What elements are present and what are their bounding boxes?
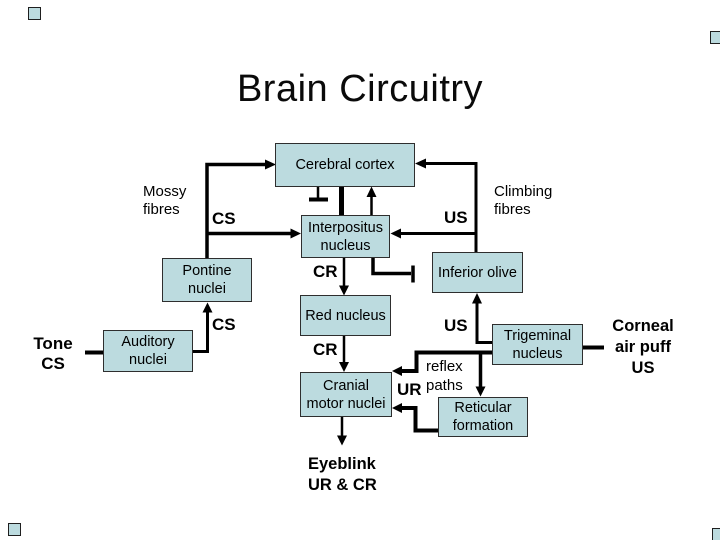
label-climbing-fibres: Climbing fibres xyxy=(494,183,553,218)
box-red-nucleus: Red nucleus xyxy=(300,295,391,336)
label-cs-pontine: CS xyxy=(212,315,236,334)
corner-square-decoration xyxy=(28,7,41,20)
box-label: Inferior olive xyxy=(438,264,517,281)
box-label: Interpositus nucleus xyxy=(308,219,383,254)
arrowheads xyxy=(202,158,486,446)
line-interpositus-to-olive xyxy=(371,258,411,276)
line-cs-trunk xyxy=(205,162,266,258)
line-reflex-to-cranial xyxy=(401,350,492,373)
line-us-to-olive xyxy=(475,303,492,344)
box-label: Reticular formation xyxy=(452,400,514,434)
label-us-cortical: US xyxy=(444,208,468,227)
label-corneal-air-puff-us: Corneal air puff US xyxy=(612,317,674,377)
box-reticular-formation: Reticular formation xyxy=(438,397,528,437)
box-label: Auditory nuclei xyxy=(121,334,175,368)
box-label: Pontine nuclei xyxy=(182,263,232,297)
corner-square-decoration xyxy=(710,31,720,44)
corner-square-decoration xyxy=(712,528,720,540)
box-label: Cerebral cortex xyxy=(295,157,395,173)
box-inferior-olive: Inferior olive xyxy=(432,252,523,293)
box-trigeminal-nucleus: Trigeminal nucleus xyxy=(492,324,583,365)
box-label: Trigeminal nucleus xyxy=(503,327,572,362)
box-cranial-motor-nuclei: Cranial motor nuclei xyxy=(300,372,392,417)
label-cr-interpositus: CR xyxy=(313,262,338,281)
box-interpositus-nucleus: Interpositus nucleus xyxy=(301,215,390,258)
box-pontine-nuclei: Pontine nuclei xyxy=(162,258,252,302)
box-cerebral-cortex: Cerebral cortex xyxy=(275,143,415,187)
label-us-trigeminal: US xyxy=(444,316,468,335)
label-eyeblink-ur-cr: Eyeblink UR & CR xyxy=(308,455,377,494)
box-label: Red nucleus xyxy=(305,307,386,324)
line-auditory-to-pontine xyxy=(193,312,209,353)
box-auditory-nuclei: Auditory nuclei xyxy=(103,330,193,372)
label-mossy-fibres: Mossy fibres xyxy=(143,183,187,218)
line-climbing-trunk xyxy=(426,162,478,252)
label-cr-red: CR xyxy=(313,340,338,359)
label-ur: UR xyxy=(397,380,422,399)
label-reflex-paths: reflex paths xyxy=(426,358,463,394)
corner-square-decoration xyxy=(8,523,21,536)
line-reticular-to-cranial xyxy=(401,406,438,433)
box-label: Cranial motor nuclei xyxy=(306,377,386,412)
slide-title: Brain Circuitry xyxy=(236,68,484,110)
label-cs-cortical: CS xyxy=(212,209,236,228)
label-tone-cs: Tone CS xyxy=(33,334,73,373)
